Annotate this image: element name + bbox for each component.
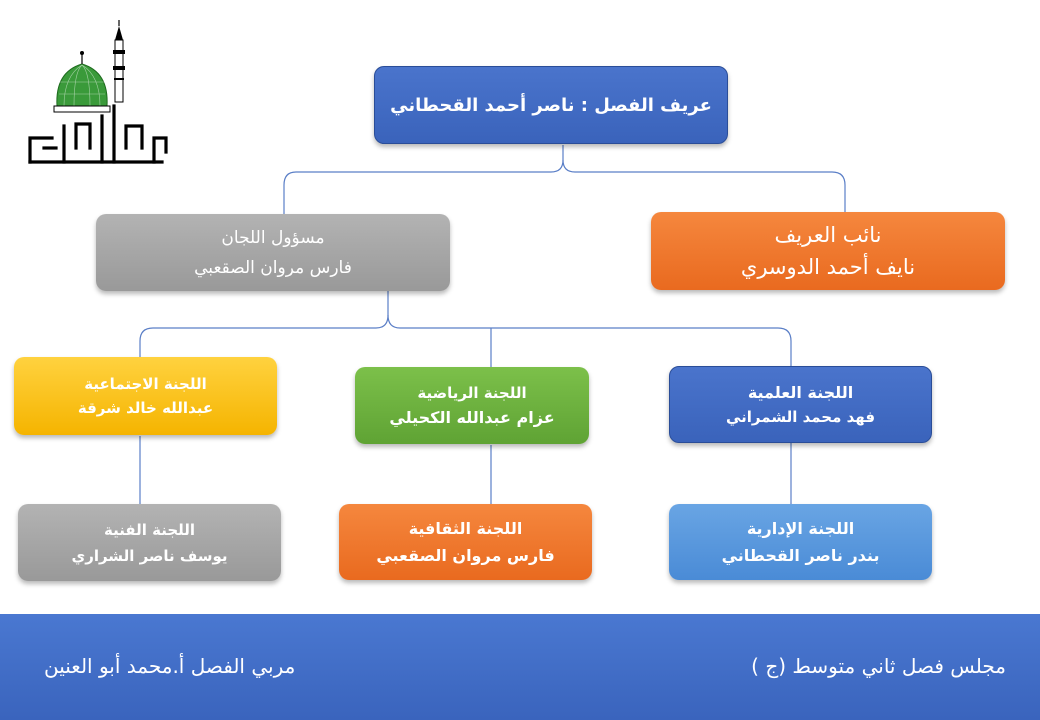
cultural-committee-name: فارس مروان الصقعبي	[376, 546, 555, 565]
head-box: عريف الفصل : ناصر أحمد القحطاني	[374, 66, 728, 144]
scientific-committee-box: اللجنة العلمية فهد محمد الشمراني	[669, 366, 932, 443]
cultural-committee-role: اللجنة الثقافية	[408, 519, 523, 538]
deputy-box: نائب العريف نايف أحمد الدوسري	[651, 212, 1005, 290]
footer-council-title: مجلس فصل ثاني متوسط (ج )	[751, 654, 1006, 678]
scientific-committee-name: فهد محمد الشمراني	[725, 408, 876, 426]
committees-lead-box: مسؤول اللجان فارس مروان الصقعبي	[96, 214, 450, 291]
technical-committee-role: اللجنة الفنية	[103, 520, 196, 539]
committees-lead-name: فارس مروان الصقعبي	[194, 257, 352, 278]
scientific-committee-role: اللجنة العلمية	[747, 383, 854, 402]
administrative-committee-role: اللجنة الإدارية	[746, 519, 855, 538]
sports-committee-name: عزام عبدالله الكحيلي	[389, 408, 555, 427]
social-committee-role: اللجنة الاجتماعية	[84, 375, 207, 393]
connector-head-deputy	[562, 145, 846, 212]
cultural-committee-box: اللجنة الثقافية فارس مروان الصقعبي	[339, 504, 592, 580]
footer-bar: مجلس فصل ثاني متوسط (ج ) مربي الفصل أ.مح…	[0, 614, 1040, 720]
committees-lead-role: مسؤول اللجان	[221, 227, 325, 248]
social-committee-box: اللجنة الاجتماعية عبدالله خالد شرقة	[14, 357, 277, 435]
administrative-committee-box: اللجنة الإدارية بندر ناصر القحطاني	[669, 504, 932, 580]
footer-supervisor: مربي الفصل أ.محمد أبو العنين	[44, 654, 296, 678]
social-committee-name: عبدالله خالد شرقة	[77, 399, 214, 417]
head-title: عريف الفصل : ناصر أحمد القحطاني	[390, 94, 712, 116]
sports-committee-box: اللجنة الرياضية عزام عبدالله الكحيلي	[355, 367, 589, 444]
school-logo	[28, 20, 168, 164]
administrative-committee-name: بندر ناصر القحطاني	[721, 546, 880, 565]
connector-lead-scientific	[387, 290, 792, 367]
technical-committee-name: يوسف ناصر الشراري	[71, 546, 228, 565]
sports-committee-role: اللجنة الرياضية	[417, 384, 527, 402]
technical-committee-box: اللجنة الفنية يوسف ناصر الشراري	[18, 504, 281, 581]
deputy-name: نايف أحمد الدوسري	[740, 255, 916, 279]
connector-lead-social	[139, 314, 389, 358]
connector-head-lead	[283, 159, 564, 215]
deputy-role: نائب العريف	[774, 223, 882, 247]
